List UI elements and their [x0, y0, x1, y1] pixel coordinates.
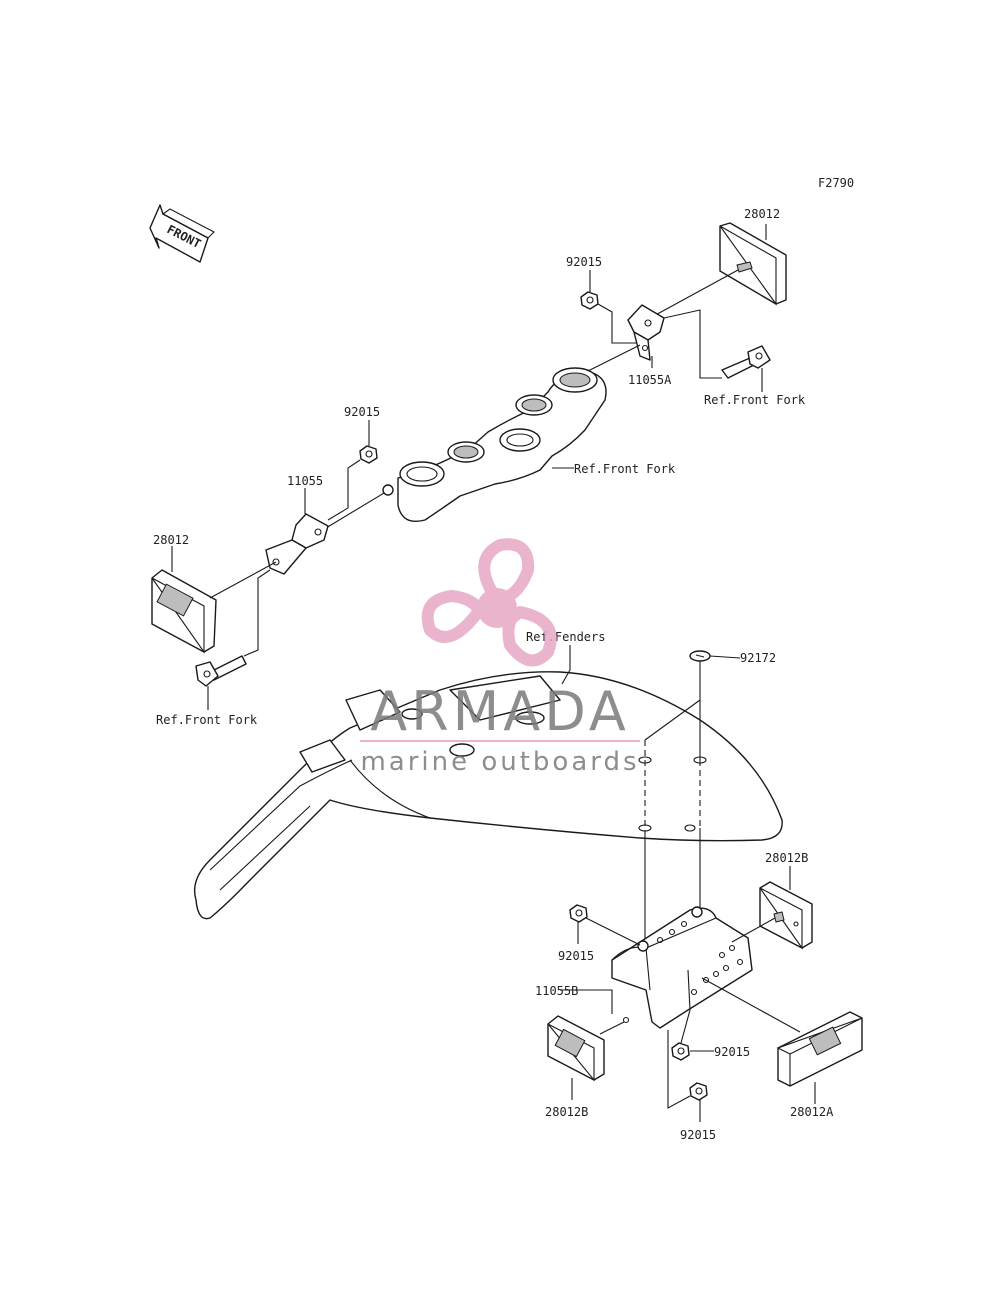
bracket-11055a	[627, 304, 665, 361]
rear-fender	[193, 671, 783, 920]
label-ref-front-fork-right: Ref.Front Fork	[704, 393, 806, 407]
label-28012a: 28012A	[790, 1105, 834, 1119]
label-92015-rear-middle: 92015	[714, 1045, 750, 1059]
front-arrow-icon: FRONT	[149, 204, 215, 263]
label-92015-rear-bottom: 92015	[680, 1128, 716, 1142]
bolt-icon	[195, 655, 247, 687]
label-ref-fenders: Ref.Fenders	[526, 630, 605, 644]
label-28012-left: 28012	[153, 533, 189, 547]
watermark-brand: ARMADA	[370, 680, 630, 743]
fork-triple-clamp	[382, 367, 607, 523]
bolt-icon	[721, 345, 771, 379]
label-ref-front-fork-left: Ref.Front Fork	[156, 713, 258, 727]
nut-icon	[689, 1082, 708, 1101]
label-28012-upper: 28012	[744, 207, 780, 221]
watermark-tagline: marine outboards	[360, 747, 639, 777]
nut-icon	[671, 1042, 690, 1061]
label-28012b-right: 28012B	[765, 851, 808, 865]
label-ref-front-fork-clamp: Ref.Front Fork	[574, 462, 676, 476]
bracket-11055	[265, 513, 329, 575]
nut-icon	[569, 904, 588, 923]
reflector-left	[151, 569, 217, 654]
bracket-11055b	[611, 906, 753, 1029]
label-11055: 11055	[287, 474, 323, 488]
label-11055a: 11055A	[628, 373, 672, 387]
reflector-upper-right	[649, 222, 787, 319]
armada-watermark: ARMADA marine outboards	[360, 538, 640, 777]
label-92015-rear-upper: 92015	[558, 949, 594, 963]
reflector-rear-right	[759, 881, 813, 950]
label-11055b: 11055B	[535, 984, 578, 998]
label-92015-upper-left: 92015	[344, 405, 380, 419]
figure-code: F2790	[818, 176, 854, 190]
reflector-rear-left	[547, 1015, 605, 1082]
nut-icon	[359, 445, 378, 464]
label-28012b-left: 28012B	[545, 1105, 588, 1119]
propeller-logo-icon	[421, 538, 557, 667]
screw-icon	[689, 650, 741, 676]
reflector-rear-bottom	[776, 1011, 863, 1087]
nut-icon	[580, 291, 599, 310]
label-92015-upper-right: 92015	[566, 255, 602, 269]
label-92172: 92172	[740, 651, 776, 665]
